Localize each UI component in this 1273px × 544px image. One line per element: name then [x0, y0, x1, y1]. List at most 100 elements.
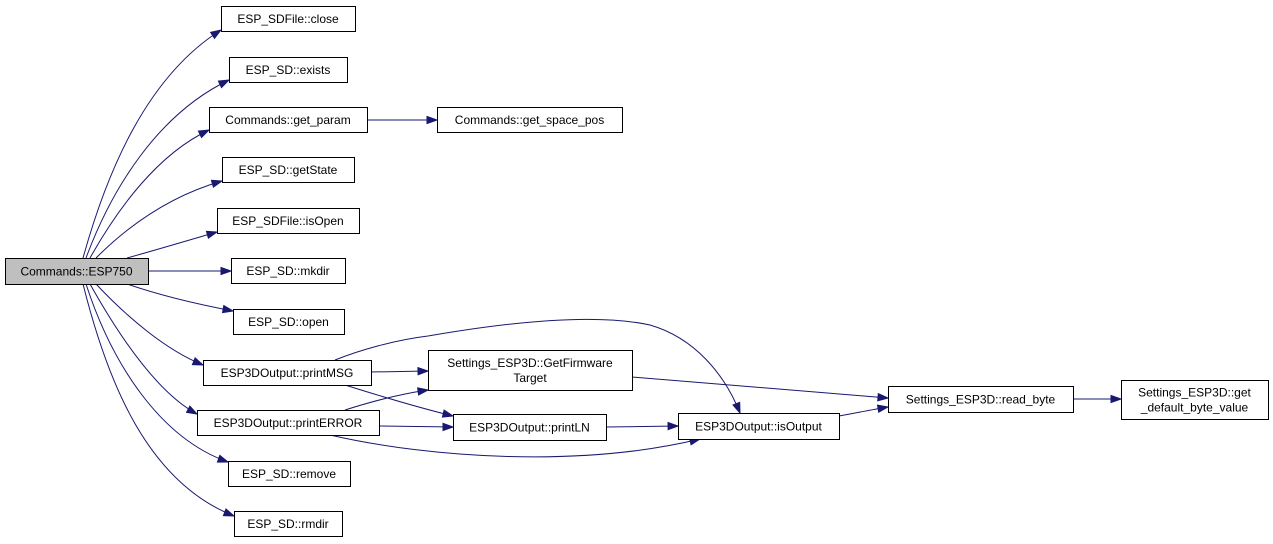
node-printLN[interactable]: ESP3DOutput::printLN — [453, 414, 607, 441]
edge-line — [126, 231, 218, 259]
edge-printERROR-to-printLN — [378, 422, 455, 432]
edge-line — [82, 283, 235, 517]
edges-layer — [82, 29, 1123, 517]
arrowhead-icon — [209, 29, 223, 40]
node-label: ESP3DOutput::printLN — [469, 421, 590, 435]
arrowhead-icon — [1110, 394, 1123, 404]
node-label: ESP3DOutput::printMSG — [221, 366, 354, 380]
arrowhead-icon — [426, 115, 439, 125]
edge-line — [85, 283, 229, 463]
node-label: ESP3DOutput::printERROR — [214, 416, 363, 430]
node-remove[interactable]: ESP_SD::remove — [228, 461, 351, 487]
node-box[interactable] — [453, 414, 607, 441]
node-mkdir[interactable]: ESP_SD::mkdir — [231, 258, 346, 284]
node-exists[interactable]: ESP_SD::exists — [229, 57, 348, 83]
edge-printMSG-to-getFirmwareTarget — [370, 366, 430, 376]
arrowhead-icon — [210, 179, 224, 189]
node-label: ESP_SD::remove — [242, 467, 336, 481]
edge-getFirmwareTarget-to-read_byte — [631, 376, 890, 402]
edge-esp750-to-open — [126, 283, 235, 314]
edge-esp750-to-printERROR — [89, 283, 199, 415]
node-printERROR[interactable]: ESP3DOutput::printERROR — [197, 410, 380, 436]
node-getState[interactable]: ESP_SD::getState — [222, 157, 355, 183]
node-box[interactable] — [197, 410, 380, 436]
node-label: ESP_SD::exists — [246, 63, 331, 77]
node-label: ESP_SD::getState — [239, 163, 338, 177]
edge-get_param-to-get_space_pos — [367, 115, 439, 125]
edge-esp750-to-rmdir — [82, 283, 236, 517]
node-label: Commands::get_space_pos — [455, 113, 604, 127]
arrowhead-icon — [191, 357, 205, 366]
arrowhead-icon — [877, 392, 890, 402]
edge-printERROR-to-getFirmwareTarget — [344, 387, 430, 411]
edge-line — [89, 283, 198, 415]
node-box[interactable] — [231, 258, 346, 284]
edge-line — [95, 180, 223, 259]
node-label: Settings_ESP3D::GetFirmware — [447, 356, 613, 370]
edge-esp750-to-isOpen — [126, 230, 219, 259]
edge-line — [334, 318, 741, 414]
edge-line — [329, 434, 701, 458]
node-box[interactable] — [1121, 380, 1269, 420]
node-rmdir[interactable]: ESP_SD::rmdir — [234, 511, 343, 537]
node-label: Commands::get_param — [225, 113, 350, 127]
node-box[interactable] — [221, 6, 356, 32]
arrowhead-icon — [222, 508, 236, 517]
edge-esp750-to-mkdir — [148, 266, 233, 276]
node-label: Settings_ESP3D::get — [1138, 386, 1251, 400]
arrowhead-icon — [417, 366, 430, 376]
node-esp750[interactable]: Commands::ESP750 — [5, 258, 149, 285]
node-box[interactable] — [437, 107, 623, 133]
node-box[interactable] — [217, 208, 360, 234]
node-isOpen[interactable]: ESP_SDFile::isOpen — [217, 208, 360, 234]
node-printMSG[interactable]: ESP3DOutput::printMSG — [203, 360, 372, 386]
node-isOutput[interactable]: ESP3DOutput::isOutput — [678, 413, 840, 440]
arrowhead-icon — [732, 401, 741, 415]
node-box[interactable] — [222, 157, 355, 183]
arrowhead-icon — [217, 79, 231, 89]
node-box[interactable] — [428, 350, 633, 391]
node-label: Settings_ESP3D::read_byte — [906, 393, 1056, 407]
node-box[interactable] — [678, 413, 840, 440]
edge-line — [85, 79, 230, 259]
node-box[interactable] — [888, 386, 1074, 413]
node-box[interactable] — [203, 360, 372, 386]
arrowhead-icon — [221, 304, 235, 314]
arrowhead-icon — [216, 454, 230, 463]
edge-esp750-to-close — [82, 29, 223, 259]
node-label: ESP_SD::open — [248, 315, 329, 329]
arrowhead-icon — [876, 404, 890, 413]
node-box[interactable] — [5, 258, 149, 285]
node-get_space_pos[interactable]: Commands::get_space_pos — [437, 107, 623, 133]
node-label: Commands::ESP750 — [20, 265, 132, 279]
node-box[interactable] — [228, 461, 351, 487]
node-open[interactable]: ESP_SD::open — [233, 309, 345, 335]
edge-esp750-to-exists — [85, 79, 231, 259]
arrowhead-icon — [185, 405, 199, 415]
edge-printMSG-to-printLN — [344, 384, 455, 418]
node-label: ESP_SDFile::isOpen — [232, 214, 343, 228]
arrowhead-icon — [667, 421, 680, 431]
node-read_byte[interactable]: Settings_ESP3D::read_byte — [888, 386, 1074, 413]
node-close[interactable]: ESP_SDFile::close — [221, 6, 356, 32]
arrowhead-icon — [417, 387, 430, 396]
edge-line — [605, 425, 679, 428]
arrowhead-icon — [197, 129, 211, 139]
node-box[interactable] — [229, 57, 348, 83]
node-get_default_byte_value[interactable]: Settings_ESP3D::get_default_byte_value — [1121, 380, 1269, 420]
node-box[interactable] — [233, 309, 345, 335]
node-box[interactable] — [209, 107, 368, 133]
edge-line — [82, 29, 222, 259]
node-label: ESP_SD::rmdir — [247, 517, 328, 531]
node-box[interactable] — [234, 511, 343, 537]
node-get_param[interactable]: Commands::get_param — [209, 107, 368, 133]
edge-line — [89, 129, 210, 259]
edge-line — [344, 389, 429, 411]
node-label: ESP_SD::mkdir — [246, 264, 329, 278]
arrowhead-icon — [441, 409, 455, 418]
node-label: Target — [513, 371, 547, 385]
edge-esp750-to-get_param — [89, 129, 211, 259]
